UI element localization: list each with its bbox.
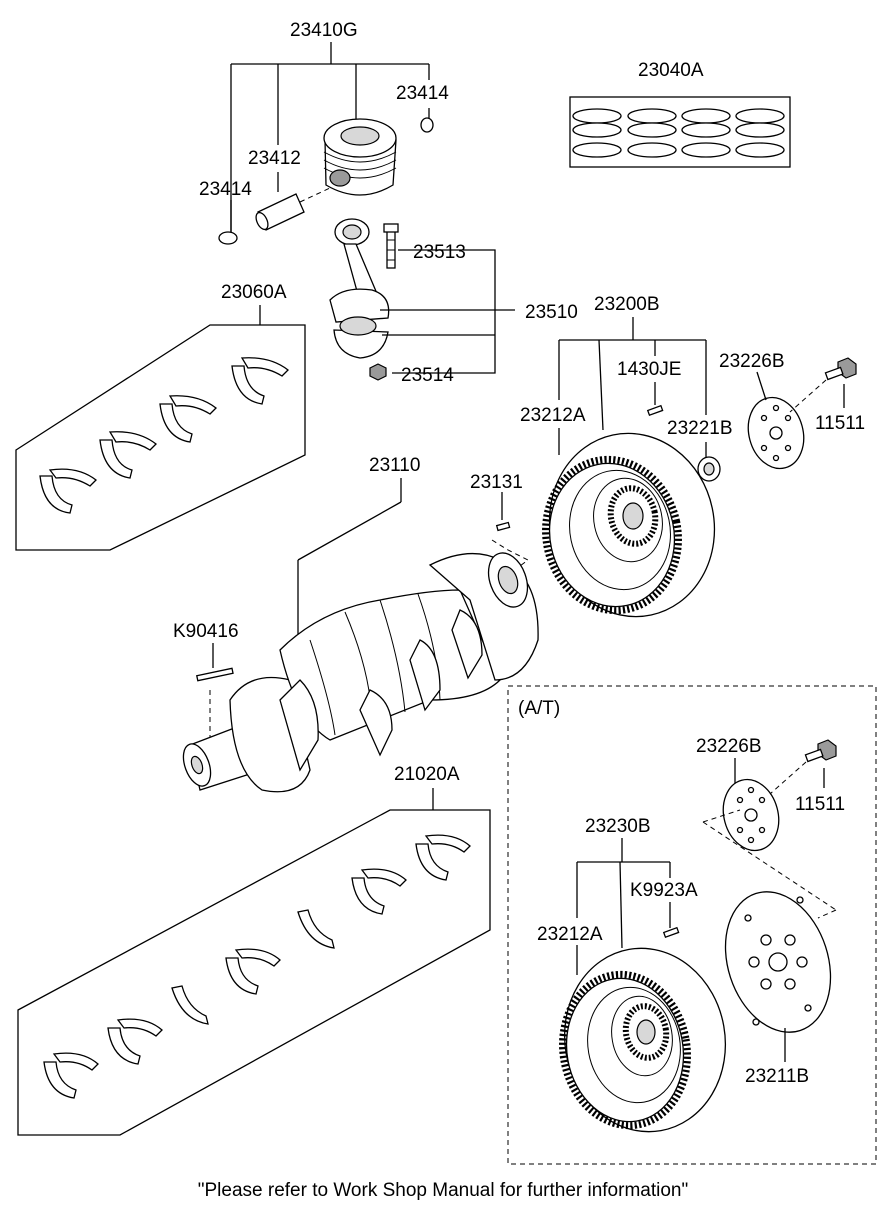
flywheel-plate-icon (747, 396, 805, 470)
drive-plate-icon (724, 891, 832, 1033)
conrod-bearing-shells-icon (39, 357, 289, 514)
label-23060A[interactable]: 23060A (221, 282, 287, 303)
label-23230B[interactable]: 23230B (585, 816, 651, 837)
at-section-box (507, 685, 877, 1165)
flywheel-bushing-icon (697, 456, 721, 482)
label-23200B[interactable]: 23200B (594, 294, 660, 315)
label-1430JE[interactable]: 1430JE (617, 359, 681, 380)
label-11511-at[interactable]: 11511 (795, 794, 845, 815)
conrod-bolt-icon (383, 223, 399, 269)
label-23131[interactable]: 23131 (470, 472, 523, 493)
at-pin-icon (662, 926, 680, 939)
conrod-bearing-group (15, 305, 306, 551)
piston-ring-stack-2-icon (627, 108, 677, 158)
label-23226B-at[interactable]: 23226B (696, 736, 762, 757)
connecting-rod-icon (329, 218, 390, 359)
label-23110[interactable]: 23110 (369, 455, 420, 476)
conrod-nut-icon (369, 363, 387, 381)
label-23412[interactable]: 23412 (248, 148, 301, 169)
piston-icon (323, 118, 397, 196)
crankshaft-icon (182, 552, 539, 793)
leader-23410G (230, 42, 430, 232)
piston-ring-stack-1-icon (572, 108, 622, 158)
at-section-group (507, 685, 877, 1165)
label-K9923A[interactable]: K9923A (630, 880, 698, 901)
piston-ring-set-box (569, 96, 791, 168)
flywheel-group (542, 317, 857, 618)
connecting-rod-group (329, 218, 515, 381)
main-bearing-shells-icon (43, 834, 471, 1099)
piston-group (218, 42, 434, 245)
piston-ring-set-group (569, 96, 791, 168)
label-23212A[interactable]: 23212A (520, 405, 586, 426)
label-K90416[interactable]: K90416 (173, 621, 239, 642)
woodruff-key-icon (195, 667, 234, 682)
label-23410G[interactable]: 23410G (290, 20, 358, 41)
at-plate-icon (722, 778, 780, 852)
flywheel-pin-icon (646, 404, 664, 417)
label-23212A-at[interactable]: 23212A (537, 924, 603, 945)
label-23040A[interactable]: 23040A (638, 60, 704, 81)
at-bolt-icon (769, 739, 837, 795)
main-bearing-box (17, 809, 491, 1136)
conrod-bearing-box (15, 324, 306, 551)
at-flywheel-icon (559, 947, 727, 1133)
label-23221B[interactable]: 23221B (667, 418, 733, 439)
label-23414-top[interactable]: 23414 (396, 83, 449, 104)
label-23510[interactable]: 23510 (525, 302, 578, 323)
crank-pin-icon (495, 521, 511, 532)
label-11511[interactable]: 11511 (815, 413, 865, 434)
piston-ring-stack-3-icon (681, 108, 731, 158)
snap-ring-bottom-icon (218, 231, 238, 245)
flywheel-icon (542, 432, 716, 618)
piston-ring-stack-4-icon (735, 108, 785, 158)
main-bearing-group (17, 788, 491, 1136)
label-23514[interactable]: 23514 (401, 365, 454, 386)
label-23211B[interactable]: 23211B (745, 1066, 809, 1087)
label-21020A[interactable]: 21020A (394, 764, 460, 785)
snap-ring-top-icon (420, 117, 434, 133)
label-23226B[interactable]: 23226B (719, 351, 785, 372)
piston-pin-icon (255, 187, 331, 231)
label-at-section[interactable]: (A/T) (518, 698, 560, 719)
part-labels: 23410G 23414 23412 23414 23040A 23513 23… (173, 20, 865, 1087)
label-23414-bottom[interactable]: 23414 (199, 179, 252, 200)
flywheel-bolt-icon (789, 357, 857, 413)
crankshaft-group (182, 478, 539, 793)
footer-note: "Please refer to Work Shop Manual for fu… (198, 1180, 688, 1201)
label-23513[interactable]: 23513 (413, 242, 466, 263)
